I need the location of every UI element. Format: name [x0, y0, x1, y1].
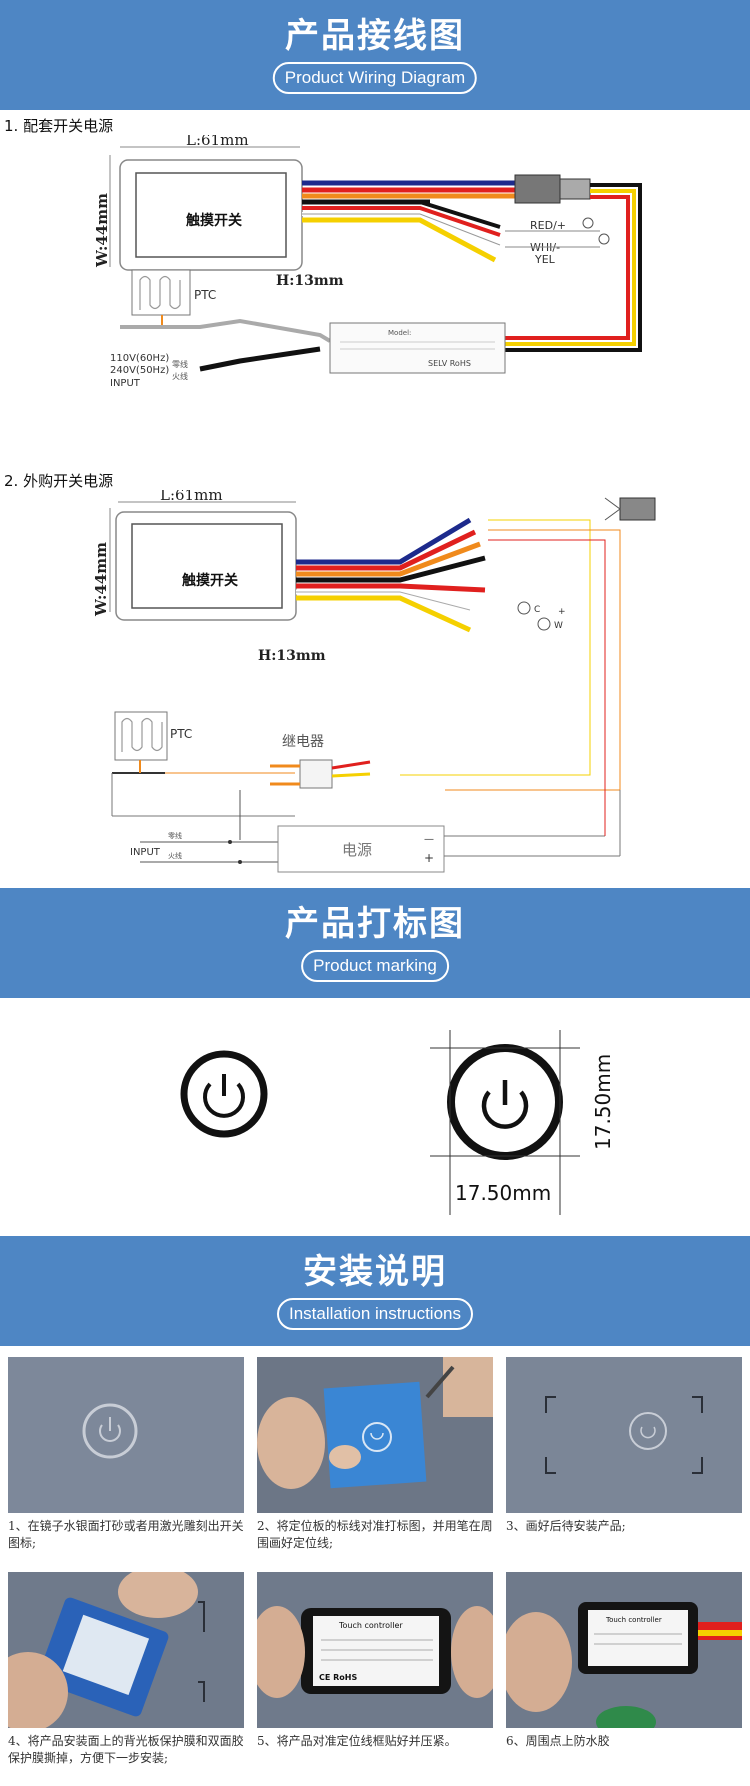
d1-psu-model: Model:: [388, 329, 411, 337]
d2-relay: [299, 759, 333, 789]
step-1-photo: [8, 1357, 244, 1513]
d1-live-label: 零线: [172, 359, 188, 369]
step-6-controller-title: Touch controller: [605, 1616, 662, 1624]
d1-dim-height: H:13mm: [276, 273, 344, 289]
d1-input-110: 110V(60Hz): [110, 353, 169, 364]
d2-ptc: [114, 711, 168, 761]
d1-lamp-2: [598, 233, 610, 245]
d2-psu-label: 电源: [342, 841, 372, 859]
d2-switch-label: 触摸开关: [181, 572, 238, 589]
d2-relay-label: 继电器: [282, 734, 324, 750]
d2-lamp-c: [517, 601, 531, 615]
section-banner-marking: 产品打标图 Product marking: [0, 888, 750, 998]
d1-psu: [329, 322, 506, 374]
diagram1-label: 1. 配套开关电源: [4, 117, 114, 135]
d1-psu-marks: SELV RoHS: [428, 359, 471, 368]
power-icon-small: [180, 1050, 268, 1138]
section-banner-wiring: 产品接线图 Product Wiring Diagram: [0, 0, 750, 110]
section-subtitle-pill: Product Wiring Diagram: [272, 62, 478, 94]
d2-neutral-label: 火线: [168, 851, 182, 860]
d2-ptc-label: PTC: [170, 727, 192, 741]
section-banner-install: 安装说明 Installation instructions: [0, 1236, 750, 1346]
step-6-photo: Touch controller: [506, 1572, 742, 1728]
step-4-caption: 4、将产品安装面上的背光板保护膜和双面胶保护膜撕掉，方便下一步安装;: [8, 1734, 244, 1765]
d1-input-label: INPUT: [110, 378, 141, 389]
wiring-diagram-2: L:61mm W:44mm 触摸开关 H:13mm C W + PTC 继电器 …: [92, 490, 656, 873]
d1-dim-length: L:61mm: [186, 135, 249, 149]
d1-ptc-label: PTC: [194, 288, 216, 302]
step-3-caption: 3、画好后待安装产品;: [506, 1519, 626, 1533]
marking-dim-v: 17.50mm: [591, 1054, 615, 1150]
d1-dim-width: W:44mm: [93, 193, 111, 268]
section-title: 产品接线图: [285, 16, 465, 56]
step-5-photo: Touch controller CE RoHS: [257, 1572, 493, 1728]
marking-diagram: 17.50mm 17.50mm: [180, 1030, 615, 1215]
marking-dim-h: 17.50mm: [455, 1181, 551, 1205]
section-subtitle-pill: Installation instructions: [277, 1298, 473, 1330]
d2-plus-top: +: [558, 607, 566, 617]
step-5-caption: 5、将产品对准定位线框贴好并压紧。: [257, 1734, 457, 1748]
step-5-controller-title: Touch controller: [338, 1621, 403, 1630]
d2-psu-minus: —: [424, 834, 434, 845]
d2-dim-width: W:44mm: [92, 542, 110, 617]
step-3-photo: [506, 1357, 742, 1513]
power-icon-dimensioned: [447, 1044, 563, 1160]
d1-input-240: 240V(50Hz): [110, 365, 169, 376]
d2-psu-plus: +: [424, 851, 434, 865]
step-6-caption: 6、周围点上防水胶: [506, 1734, 610, 1748]
d2-lamp-w-label: W: [554, 621, 563, 631]
d2-dim-height: H:13mm: [258, 648, 326, 664]
d1-lamp-1: [582, 217, 594, 229]
step-2-photo: [257, 1357, 493, 1513]
step-4-photo: [8, 1572, 244, 1728]
d1-connector: [514, 174, 561, 204]
d1-switch-label: 触摸开关: [185, 212, 242, 229]
d2-live-label: 零线: [168, 831, 182, 840]
step-1-caption: 1、在镜子水银面打砂或者用激光雕刻出开关图标;: [8, 1519, 244, 1550]
d2-lamp-c-label: C: [534, 605, 540, 615]
d2-lamp-w: [537, 617, 551, 631]
d2-input-label: INPUT: [130, 847, 161, 858]
step-2-caption: 2、将定位板的标线对准打标图，并用笔在周围画好定位线;: [257, 1519, 493, 1550]
d1-wire-yel: YEL: [534, 253, 556, 266]
section-title: 产品打标图: [285, 904, 465, 944]
d2-connector: [619, 497, 656, 521]
section-subtitle-pill: Product marking: [301, 950, 449, 982]
step-5-controller-marks: CE RoHS: [319, 1673, 357, 1682]
d2-dim-length: L:61mm: [160, 490, 223, 504]
d1-wire-red: RED/+: [530, 219, 566, 232]
d2-psu: [277, 825, 445, 873]
section-title: 安装说明: [303, 1252, 447, 1292]
d1-ptc: [131, 269, 191, 316]
wiring-diagram-1: L:61mm W:44mm 触摸开关 H:13mm RED/+ WHI/- YE…: [93, 135, 642, 389]
diagram2-label: 2. 外购开关电源: [4, 472, 114, 490]
d1-neutral-label: 火线: [172, 371, 188, 381]
